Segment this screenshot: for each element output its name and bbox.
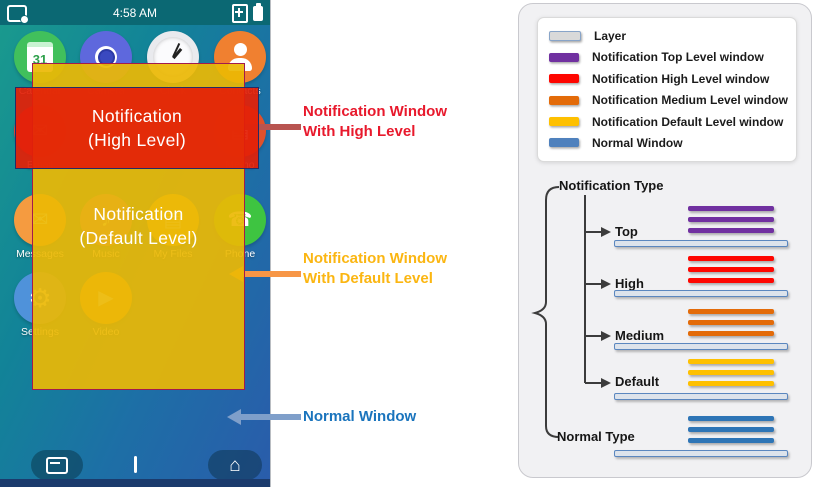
tree-branch-high: High bbox=[615, 276, 644, 291]
layer-bar bbox=[614, 393, 788, 400]
recent-apps-icon bbox=[46, 456, 68, 474]
status-bar: 4:58 AM bbox=[0, 0, 270, 25]
tree-normal-type-label: Normal Type bbox=[557, 429, 635, 444]
annotation-high-level: Notification Window With High Level bbox=[303, 103, 448, 140]
status-time: 4:58 AM bbox=[112, 5, 158, 20]
medium-level-swatch bbox=[549, 95, 579, 105]
screen-settings-icon bbox=[7, 5, 29, 24]
normal-window-swatch bbox=[549, 138, 579, 148]
legend-row-medium: Notification Medium Level window bbox=[538, 90, 796, 110]
layer-bar bbox=[614, 290, 788, 297]
normal-windows-stack bbox=[614, 416, 789, 457]
layer-swatch bbox=[549, 31, 581, 41]
layer-bar bbox=[614, 343, 788, 350]
high-window-text: Notification (High Level) bbox=[88, 106, 186, 150]
notification-window-high-level[interactable]: Notification (High Level) bbox=[15, 87, 259, 169]
recent-apps-button[interactable] bbox=[31, 450, 83, 480]
tree-root-label: Notification Type bbox=[559, 178, 664, 193]
legend-row-high: Notification High Level window bbox=[538, 69, 796, 89]
tree-connectors bbox=[531, 186, 611, 438]
default-window-text: Notification (Default Level) bbox=[79, 204, 198, 248]
annotation-default-level: Notification Window With Default Level bbox=[303, 250, 448, 287]
layer-diagram-panel: Layer Notification Top Level window Noti… bbox=[518, 3, 812, 478]
high-level-swatch bbox=[549, 74, 579, 84]
top-level-swatch bbox=[549, 52, 579, 62]
tree-branch-medium: Medium bbox=[615, 328, 665, 343]
home-icon: ⌂ bbox=[229, 454, 241, 476]
high-level-windows-stack bbox=[614, 256, 789, 297]
tree-branch-top: Top bbox=[615, 224, 638, 239]
top-level-windows-stack bbox=[614, 206, 789, 247]
tree-branch-default: Default bbox=[615, 374, 660, 389]
usb-icon bbox=[232, 4, 248, 23]
arrow-head-left-icon bbox=[227, 409, 241, 425]
default-level-swatch bbox=[549, 117, 579, 127]
default-level-windows-stack bbox=[614, 359, 789, 400]
legend-row-default: Notification Default Level window bbox=[538, 112, 796, 132]
phone-screen: 4:58 AM 31 Calendar Camera Clock Contact… bbox=[0, 0, 271, 487]
legend-box: Layer Notification Top Level window Noti… bbox=[537, 17, 797, 162]
legend-row-normal: Normal Window bbox=[538, 133, 796, 153]
nav-center-indicator bbox=[134, 456, 137, 473]
legend-row-layer: Layer bbox=[538, 26, 796, 46]
annotation-normal-window: Normal Window bbox=[303, 408, 417, 425]
layer-bar bbox=[614, 450, 788, 457]
battery-icon bbox=[253, 3, 263, 21]
medium-level-windows-stack bbox=[614, 309, 789, 350]
status-right-icons bbox=[232, 3, 263, 23]
home-button[interactable]: ⌂ bbox=[208, 450, 262, 480]
legend-row-top: Notification Top Level window bbox=[538, 47, 796, 67]
layer-bar bbox=[614, 240, 788, 247]
phone-bottom-edge bbox=[0, 479, 270, 487]
